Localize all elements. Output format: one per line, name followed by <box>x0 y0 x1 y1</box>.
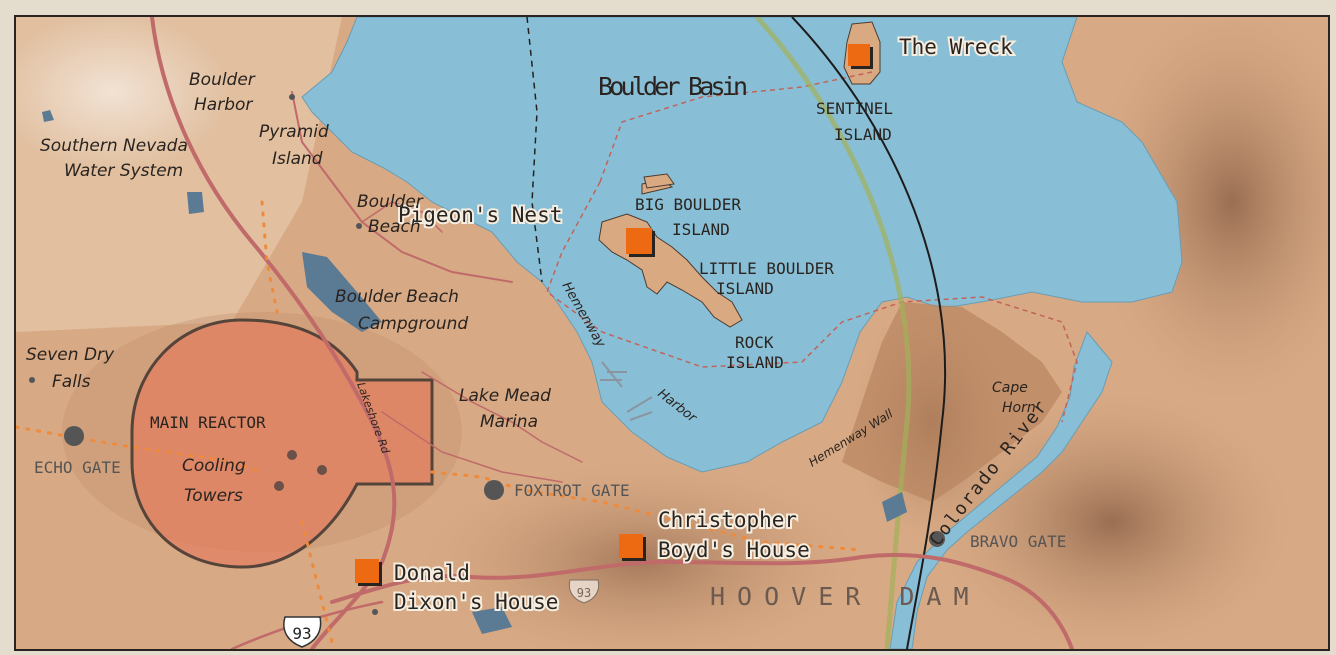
boundary-dash <box>526 17 543 283</box>
marina-label-2: Marina <box>480 412 538 432</box>
us-93-small-label: 93 <box>577 586 591 600</box>
pyramid-label-1: Pyramid <box>259 122 329 142</box>
little-boulder-label-2: ISLAND <box>716 279 774 298</box>
little-boulder-label-1: LITTLE BOULDER <box>699 259 834 278</box>
label-the-wreck: The Wreck <box>899 35 1013 59</box>
marker-pigeons-nest[interactable] <box>626 228 655 257</box>
snws-label-2: Water System <box>64 161 183 181</box>
label-pigeons-nest: Pigeon's Nest <box>398 203 562 227</box>
main-reactor-zone[interactable] <box>130 318 434 569</box>
echo-gate-label: ECHO GATE <box>34 458 121 477</box>
boulder-harbor-label-1: Boulder <box>189 70 256 90</box>
bravo-gate-label: BRAVO GATE <box>970 532 1066 551</box>
rock-label-1: ROCK <box>735 333 774 352</box>
boulder-beach-label-1: Boulder <box>357 192 424 212</box>
main-reactor-label: MAIN REACTOR <box>150 413 266 432</box>
campground-label-1: Boulder Beach <box>335 287 459 307</box>
boulder-basin-label: Boulder Basin <box>598 72 748 101</box>
cooling-label-2: Towers <box>184 486 243 506</box>
campground-label-2: Campground <box>358 314 468 334</box>
sentinel-label-2: ISLAND <box>834 125 892 144</box>
rock-label-2: ISLAND <box>726 353 784 372</box>
cooling-label-1: Cooling <box>182 456 246 476</box>
big-boulder-north <box>643 173 675 189</box>
marker-dixon-house[interactable] <box>355 559 382 586</box>
us-93-shield-small: 93 <box>568 579 600 604</box>
label-christopher: Christopher <box>658 508 797 532</box>
lake-boulder-basin <box>301 17 1183 473</box>
boundary-arc-outer <box>791 17 947 649</box>
colorado-river <box>889 331 1113 649</box>
marina-label-1: Lake Mead <box>459 386 551 406</box>
label-donald: Donald <box>394 561 470 585</box>
pyramid-label-2: Island <box>272 149 323 169</box>
marina-docks <box>600 361 653 421</box>
hoover-dam-label: HOOVER DAM <box>710 582 981 611</box>
map-canvas: 93 93 The Wreck Pigeon's Nest Christophe… <box>16 17 1328 649</box>
gates <box>64 426 945 547</box>
place-dots <box>29 94 378 615</box>
dotted-routes <box>16 200 864 644</box>
us-93-shield: 93 <box>283 616 322 648</box>
label-dixons-house: Dixon's House <box>394 590 558 614</box>
big-boulder-label-1: BIG BOULDER <box>635 195 741 214</box>
map-view[interactable]: 93 93 The Wreck Pigeon's Nest Christophe… <box>14 15 1330 651</box>
boulder-beach-label-2: Beach <box>368 217 421 237</box>
us-93-label: 93 <box>292 624 311 643</box>
cooling-towers <box>274 450 327 491</box>
cape-horn-label-1: Cape <box>992 380 1028 396</box>
seven-dry-label-1: Seven Dry <box>26 345 115 365</box>
label-boyds-house: Boyd's House <box>658 538 810 562</box>
cape-horn-label-2: Horn <box>1002 400 1036 416</box>
big-boulder-label-2: ISLAND <box>672 220 730 239</box>
mountain-shade-east <box>1092 17 1328 402</box>
sentinel-label-1: SENTINEL <box>816 99 893 118</box>
foxtrot-gate-label: FOXTROT GATE <box>514 481 630 500</box>
boundary-arc-green <box>755 17 912 649</box>
marker-boyd-house[interactable] <box>619 534 646 561</box>
hemenway-peninsula <box>842 302 1062 502</box>
marker-the-wreck[interactable] <box>848 44 873 69</box>
boulder-harbor-label-2: Harbor <box>194 95 253 115</box>
faded-area <box>16 17 232 172</box>
seven-dry-label-2: Falls <box>52 372 91 392</box>
boat-route <box>546 71 1078 423</box>
ponds <box>42 110 907 634</box>
snws-label-1: Southern Nevada <box>40 136 188 156</box>
